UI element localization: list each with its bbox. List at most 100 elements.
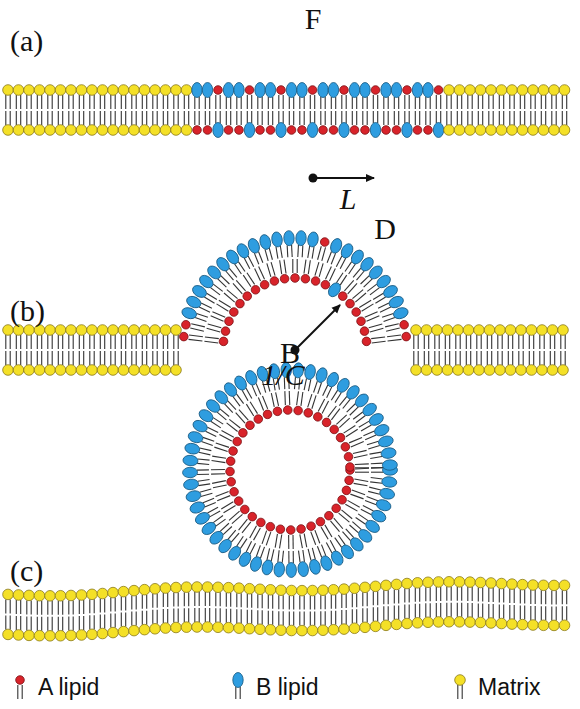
- matrix-lipid-head: [475, 125, 486, 136]
- lipid-tail: [221, 502, 233, 509]
- lipid-tail: [363, 505, 374, 511]
- lipid-tail: [215, 111, 216, 123]
- lipid-tail: [199, 452, 211, 455]
- lipid-tail: [428, 335, 429, 349]
- matrix-lipid-head: [55, 630, 66, 641]
- lipid-tail: [530, 606, 531, 620]
- lipid-tail: [73, 111, 74, 125]
- lipid-tail: [345, 504, 357, 511]
- lipid-tail: [339, 418, 349, 427]
- lipid-tail: [299, 612, 300, 626]
- lipid-tail: [178, 609, 179, 623]
- lipid-tail: [265, 249, 268, 261]
- lipid-tail: [482, 111, 483, 125]
- lipid-tail: [246, 541, 251, 552]
- lipid-tail: [205, 502, 216, 507]
- lipid-tail: [404, 589, 405, 603]
- lipid-tail: [89, 615, 90, 629]
- lipid-tail: [409, 95, 410, 109]
- lipid-tail: [195, 318, 206, 322]
- vesicle-membrane: [3, 362, 570, 641]
- lipid-tail: [430, 587, 431, 601]
- lipid-tail: [247, 111, 248, 123]
- lipid-tail: [268, 595, 269, 609]
- lipid-tail: [377, 111, 378, 123]
- lipid-tail: [335, 111, 336, 125]
- matrix-lipid-head: [76, 630, 87, 641]
- lipid-tail: [449, 351, 450, 365]
- lipid-tail: [289, 97, 290, 109]
- matrix-lipid-head: [150, 623, 161, 634]
- lipid-tail: [356, 609, 357, 623]
- lipid-tail: [16, 95, 17, 109]
- matrix-lipid-head: [558, 365, 569, 376]
- legend-text: Matrix: [478, 676, 541, 699]
- b-lipid-head: [381, 476, 397, 488]
- lipid-tail: [282, 551, 283, 563]
- legend-text: A lipid: [38, 676, 99, 699]
- lipid-tail: [214, 447, 227, 451]
- a-lipid-head: [246, 421, 255, 430]
- lipid-tail: [213, 485, 227, 488]
- lipid-tail: [466, 335, 467, 349]
- lipid-tail: [508, 351, 509, 365]
- matrix-lipid-head: [537, 365, 548, 376]
- lipid-tail: [26, 600, 27, 614]
- lipid-tail: [22, 685, 23, 699]
- lipid-tail: [499, 95, 500, 109]
- lipid-tail: [20, 616, 21, 630]
- lipid-tail: [425, 97, 426, 109]
- lipid-tail: [370, 456, 382, 458]
- lipid-tail: [385, 324, 399, 327]
- a-lipid-head: [434, 86, 443, 95]
- lipid-tail: [157, 95, 158, 109]
- lipid-tail: [535, 111, 536, 125]
- lipid-tail: [197, 469, 209, 470]
- lipid-tail: [451, 111, 452, 125]
- matrix-lipid-head: [118, 125, 129, 136]
- b-lipid-head: [265, 83, 275, 98]
- lipid-tail: [373, 607, 374, 621]
- matrix-lipid-head: [484, 325, 495, 336]
- matrix-lipid-head: [349, 623, 360, 634]
- matrix-lipid-head: [118, 626, 129, 637]
- matrix-lipid-head: [433, 577, 444, 588]
- a-lipid-head: [338, 292, 347, 301]
- lipid-tail: [207, 328, 221, 332]
- lipid-tail: [239, 410, 248, 420]
- matrix-lipid-head: [265, 624, 276, 635]
- lipid-tail: [476, 351, 477, 365]
- a-lipid-head: [203, 126, 212, 135]
- matrix-lipid-head: [160, 583, 171, 594]
- lipid-tail: [409, 111, 410, 123]
- lipid-tail: [320, 111, 321, 125]
- lipid-tail: [115, 351, 116, 365]
- matrix-lipid-head: [139, 624, 150, 635]
- matrix-lipid-head: [454, 577, 465, 588]
- lipid-tail: [499, 111, 500, 125]
- lipid-tail: [146, 95, 147, 109]
- lipid-tail: [83, 600, 84, 614]
- lipid-tail: [62, 351, 63, 365]
- lipid-tail: [415, 588, 416, 602]
- lipid-tail: [188, 95, 189, 109]
- lipid-tail: [491, 335, 492, 349]
- lipid-tail: [331, 595, 332, 609]
- length-label: L: [340, 184, 357, 214]
- lipid-tail: [94, 335, 95, 349]
- lipid-tail: [520, 111, 521, 125]
- lipid-tail: [278, 595, 279, 609]
- lipid-tail: [419, 111, 420, 125]
- lipid-tail: [280, 246, 282, 258]
- lipid-tail: [415, 97, 416, 109]
- lipid-tail: [512, 351, 513, 365]
- matrix-lipid-head: [507, 85, 518, 96]
- lipid-tail: [26, 95, 27, 109]
- lipid-tail: [211, 469, 225, 470]
- lipid-tail: [363, 431, 374, 436]
- matrix-lipid-head: [265, 584, 276, 595]
- matrix-lipid-head: [97, 628, 108, 639]
- lipid-tail: [184, 592, 185, 606]
- lipid-tail: [312, 247, 314, 259]
- matrix-lipid-head: [55, 325, 66, 336]
